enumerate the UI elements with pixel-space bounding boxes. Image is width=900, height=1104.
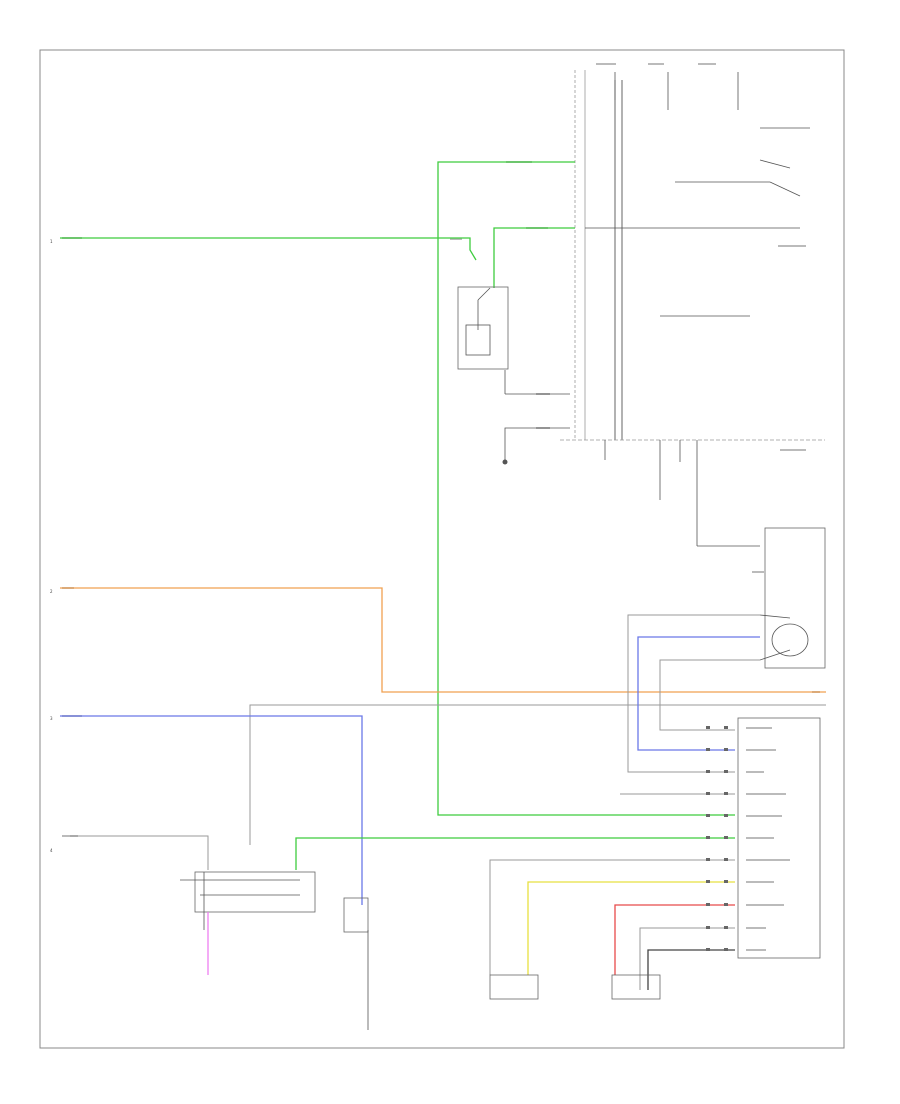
diagram-frame <box>39 49 845 1049</box>
wire-label-stubs <box>62 63 820 837</box>
sensor-switch <box>759 614 809 661</box>
relay-box <box>457 286 509 370</box>
sensor-box-right <box>764 527 826 669</box>
green-wire-lower <box>295 837 735 870</box>
gray-wire-lower <box>70 835 209 870</box>
dlc-connector <box>194 871 316 913</box>
gray-wires-right <box>620 614 760 795</box>
ecm-pins <box>706 726 728 951</box>
yellow-wire <box>527 881 735 975</box>
knock-sensor-switch <box>343 897 369 933</box>
ecm-pin-label-stubs <box>746 727 790 951</box>
green-wire-top <box>437 161 735 816</box>
relay-internals <box>465 287 570 395</box>
side-marker-3: 3 <box>50 716 53 721</box>
relay-ground-wire <box>504 427 570 460</box>
side-marker-2: 2 <box>50 589 53 594</box>
red-wire <box>614 904 735 975</box>
green-wire-switch-feed <box>493 227 575 288</box>
pressure-sensor-box <box>611 974 661 1000</box>
blue-wire-left <box>60 715 363 905</box>
black-wire-bottom <box>647 949 735 990</box>
top-fuse-drops <box>614 72 810 129</box>
orange-wire <box>60 587 826 693</box>
dlc-internals <box>180 872 300 930</box>
gray-wire-sensor <box>489 859 735 975</box>
ground-point <box>502 459 508 465</box>
right-side-stubs <box>585 159 801 317</box>
green-wire-left <box>60 237 477 261</box>
ecm-connector <box>737 717 821 959</box>
connector-drops <box>604 440 760 547</box>
gray-wire-bottom <box>639 927 735 990</box>
blue-wire-right <box>637 636 760 751</box>
side-marker-1: 1 <box>50 239 53 244</box>
ect-sensor-box <box>489 974 539 1000</box>
side-marker-4: 4 <box>50 848 53 853</box>
gray-wire-upper <box>249 704 826 845</box>
